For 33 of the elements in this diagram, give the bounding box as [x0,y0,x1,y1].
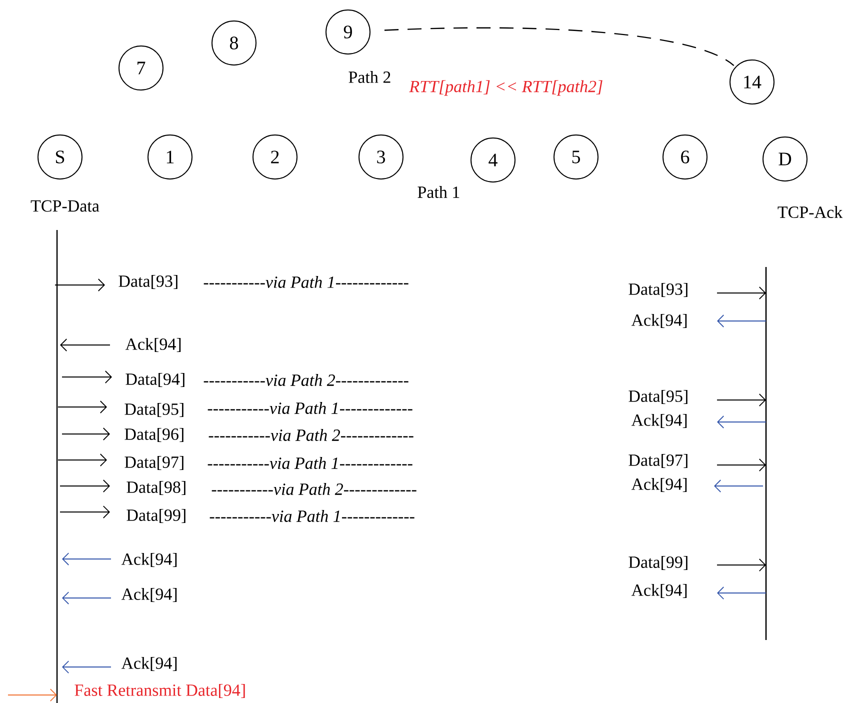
ack-label: Ack[94] [121,656,177,672]
path-note: -----------via Path 2------------- [212,483,416,495]
packet-label: Data[97] [124,456,184,470]
path-note: -----------via Path 2------------- [204,374,408,386]
path-label: Path 1 [418,186,460,198]
rtt-note: RTT[path1] << RTT[path2] [409,80,602,96]
packet-label: Data[97] [628,454,688,468]
ack-label: Ack[94] [121,588,177,602]
packet-label: Data[95] [628,390,688,404]
packet-label: Data[99] [628,556,688,570]
endpoint-label: TCP-Ack [778,206,843,218]
packet-label: Data[99] [126,508,186,524]
path-note: -----------via Path 1------------- [208,402,412,414]
path-label: Path 2 [348,71,390,83]
retransmit-note: Fast Retransmit Data[94] [74,684,245,698]
ack-label: Ack[94] [121,552,177,568]
path-note: -----------via Path 1------------- [210,510,414,522]
packet-label: Data[94] [126,372,184,388]
ack-label: Ack[94] [631,478,687,492]
packet-label: Data[93] [628,282,688,298]
ack-label: Ack[94] [125,338,181,352]
dashed-curve [384,27,734,66]
packet-label: Data[93] [118,274,178,290]
ack-label: Ack[94] [631,584,687,598]
path-note: -----------via Path 2------------- [208,429,414,441]
path-note: -----------via Path 1------------- [208,457,412,469]
packet-label: Data[96] [124,428,184,442]
ack-label: Ack[94] [631,414,687,428]
packet-label: Data[95] [124,402,184,418]
ack-label: Ack[94] [631,314,687,328]
endpoint-label: TCP-Data [30,200,100,212]
path-note: -----------via Path 1------------- [204,276,408,288]
packet-label: Data[98] [126,480,186,496]
